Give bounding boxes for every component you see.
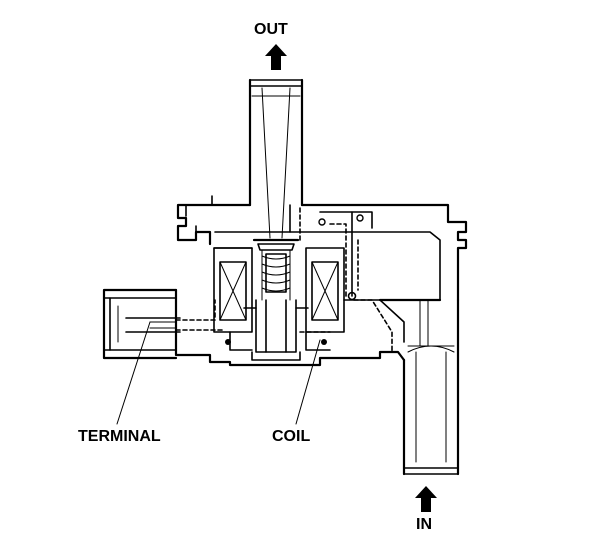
in-label: IN <box>416 516 432 533</box>
coil-leader <box>295 339 321 425</box>
coil-right <box>305 247 345 351</box>
terminal-leader <box>116 321 151 425</box>
internal-passage <box>299 207 405 353</box>
coil-left <box>213 247 253 351</box>
seal-rings <box>225 214 364 345</box>
coil-label: COIL <box>272 428 310 445</box>
out-label: OUT <box>254 21 288 38</box>
out-arrow-icon <box>265 44 287 70</box>
terminal-connector <box>102 288 226 360</box>
in-pipe <box>378 298 460 476</box>
in-arrow-icon <box>415 486 437 512</box>
out-pipe <box>248 78 304 239</box>
plunger <box>243 238 309 361</box>
terminal-label: TERMINAL <box>78 428 161 445</box>
valve-housing <box>174 195 468 367</box>
